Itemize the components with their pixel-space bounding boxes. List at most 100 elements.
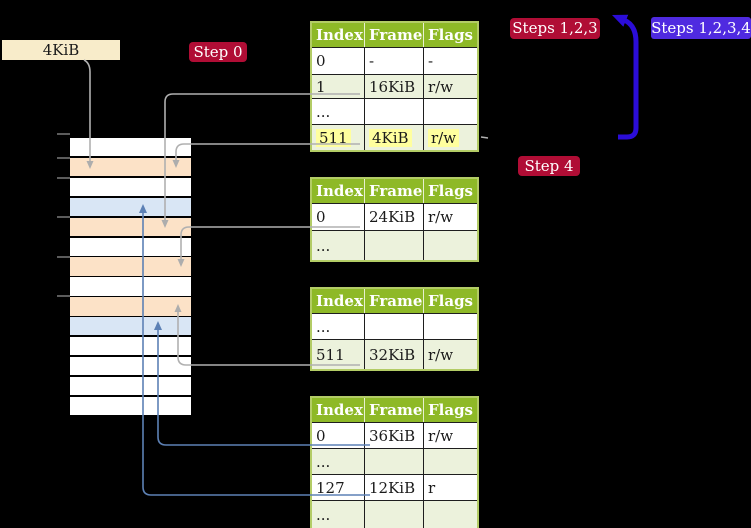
- table-row: ...: [312, 448, 477, 474]
- table-row: 511 4KiB r/w: [312, 124, 477, 150]
- table-cell: [423, 231, 477, 260]
- memory-frame-row-peach: [70, 157, 191, 177]
- cell-value: r/w: [428, 77, 454, 96]
- cell-value: ...: [316, 506, 331, 524]
- memory-frame-row-blue: [70, 197, 191, 217]
- column-header-frame: Frame: [364, 398, 423, 422]
- memory-frame-row-white: [70, 356, 191, 376]
- memory-frame-row-white: [70, 237, 191, 256]
- cell-value: 0: [316, 208, 326, 226]
- cell-value: r/w: [428, 208, 454, 226]
- table-cell: 1: [312, 75, 364, 98]
- step-4-badge: Step 4: [518, 156, 580, 176]
- table-cell: r/w: [423, 423, 477, 448]
- table-cell: [423, 449, 477, 474]
- table-cell: [364, 501, 423, 528]
- cell-value: r: [428, 478, 436, 497]
- table-cell: ...: [312, 449, 364, 474]
- cell-value: 24KiB: [369, 208, 416, 226]
- table-row: 1 16KiB r/w: [312, 74, 477, 98]
- cell-value: 127: [316, 478, 345, 497]
- memory-frame-row-white: [70, 376, 191, 396]
- table-cell: 127: [312, 475, 364, 500]
- memory-frame-row-white: [70, 138, 191, 157]
- steps-123-badge: Steps 1,2,3: [510, 18, 600, 39]
- cell-value: 0: [316, 52, 326, 70]
- cell-value: 511: [316, 345, 345, 364]
- table-cell: [364, 99, 423, 124]
- table-cell: [423, 501, 477, 528]
- memory-frame-row-peach: [70, 297, 191, 316]
- table-cell: 511: [312, 340, 364, 369]
- column-header-index: Index: [316, 401, 363, 419]
- memory-frame-row-white: [70, 396, 191, 416]
- table-cell: 16KiB: [364, 75, 423, 98]
- memory-frame-row-white: [70, 177, 191, 197]
- step-0-badge: Step 0: [189, 42, 247, 62]
- table-cell: r/w: [423, 125, 477, 150]
- cell-value: ...: [316, 317, 331, 336]
- table-cell: r/w: [423, 204, 477, 230]
- table-row: ...: [312, 313, 477, 339]
- cell-value: 16KiB: [369, 77, 416, 96]
- big-steps-loop-arrow: [612, 14, 639, 140]
- column-header-index: Index: [316, 292, 363, 310]
- table-cell: [423, 99, 477, 124]
- table-cell: [364, 314, 423, 339]
- table-cell: ...: [312, 99, 364, 124]
- table-cell: 0: [312, 48, 364, 74]
- table-row: 511 32KiB r/w: [312, 339, 477, 369]
- table-cell: 0: [312, 204, 364, 230]
- table-cell: 0: [312, 423, 364, 448]
- table-cell: ...: [312, 314, 364, 339]
- table-cell: -: [364, 48, 423, 74]
- cell-value: r/w: [428, 426, 454, 445]
- table-cell: r: [423, 475, 477, 500]
- memory-frame-row-peach: [70, 217, 191, 236]
- table-cell: 32KiB: [364, 340, 423, 369]
- memory-frame-row-white: [70, 277, 191, 296]
- cell-value: 0: [316, 426, 326, 445]
- table-cell: r/w: [423, 75, 477, 98]
- cell-value: 1: [316, 77, 326, 96]
- column-header-flags: Flags: [423, 179, 477, 203]
- table-cell: 36KiB: [364, 423, 423, 448]
- table-cell: r/w: [423, 340, 477, 369]
- cell-value: ...: [316, 236, 331, 255]
- table-cell: -: [423, 48, 477, 74]
- table-row: ...: [312, 500, 477, 528]
- arrow-stub: [480, 136, 489, 139]
- cell-value: 511: [316, 128, 351, 147]
- table-cell: ...: [312, 231, 364, 260]
- page-size-label: 4KiB: [2, 40, 120, 60]
- table-cell: 24KiB: [364, 204, 423, 230]
- cell-value: 4KiB: [369, 128, 412, 147]
- table-cell: [364, 231, 423, 260]
- column-header-frame: Frame: [364, 23, 423, 47]
- cell-value: r/w: [428, 345, 454, 364]
- steps-1234-badge: Steps 1,2,3,4: [651, 17, 751, 39]
- column-header-flags: Flags: [423, 398, 477, 422]
- table-cell: [423, 314, 477, 339]
- column-header-flags: Flags: [423, 289, 477, 313]
- cell-value: ...: [316, 102, 331, 121]
- table-cell: 12KiB: [364, 475, 423, 500]
- cell-value: ...: [316, 452, 331, 471]
- address-tick-marks: [57, 133, 70, 297]
- table-cell: [364, 449, 423, 474]
- column-header-frame: Frame: [364, 289, 423, 313]
- table-cell: 4KiB: [364, 125, 423, 150]
- memory-frame-row-white: [70, 337, 191, 356]
- memory-frame-row-blue: [70, 317, 191, 336]
- table-row: 0 --: [312, 47, 477, 74]
- cell-value: 32KiB: [369, 345, 416, 364]
- table-row: 0 36KiB r/w: [312, 422, 477, 448]
